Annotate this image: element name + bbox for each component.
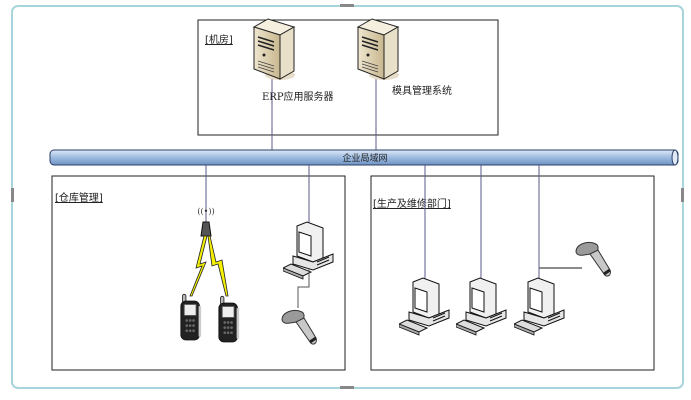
warehouse-zone: [仓库管理] ((•)) <box>51 165 346 371</box>
wireless-link-icon <box>189 235 229 297</box>
svg-text:((•)): ((•)) <box>197 207 214 216</box>
erp-server-label: ERP应用服务器 <box>262 90 334 103</box>
network-bus-label: 企业局域网 <box>342 152 387 164</box>
server-tower-icon <box>357 18 400 81</box>
server-room-zone: [机房] ERP应用服务器 模具管理系统 <box>197 18 499 150</box>
resize-handles[interactable] <box>11 4 684 389</box>
server-room-label: [机房] <box>205 33 233 46</box>
production-zone: [生产及维修部门] <box>370 165 655 371</box>
wireless-access-point-icon: ((•)) <box>197 207 215 237</box>
warehouse-label: [仓库管理] <box>55 191 103 204</box>
server-tower-icon <box>253 18 296 81</box>
mold-system-label: 模具管理系统 <box>392 84 452 97</box>
production-label: [生产及维修部门] <box>373 197 451 210</box>
network-bus: 企业局域网 <box>49 149 679 166</box>
